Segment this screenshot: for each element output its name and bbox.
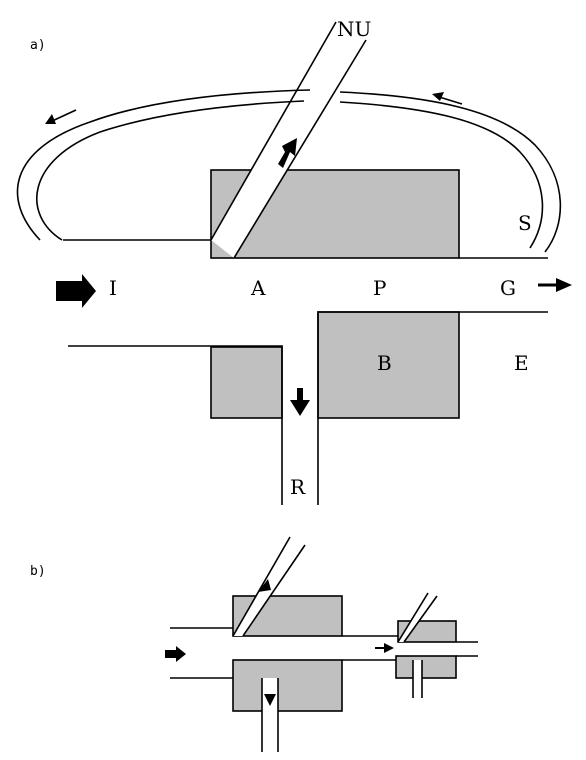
b-diagonal-channel-2 [397, 592, 438, 643]
b-lower-block-2 [395, 655, 457, 679]
label-b: B [377, 351, 392, 375]
panel-a: a) [16, 17, 572, 505]
inlet-arrow-icon [56, 274, 96, 308]
b-inlet-arrow-icon [165, 646, 186, 662]
label-e: E [514, 351, 529, 375]
b-down-channel-2 [412, 660, 423, 698]
lower-wall-right [317, 311, 548, 505]
b-down-arrow-icon [264, 694, 276, 706]
lower-wall-left [68, 345, 283, 505]
b-down-channel-1 [261, 678, 279, 752]
lower-left-block [210, 346, 283, 419]
outlet-arrow-icon [538, 278, 572, 292]
block-b [317, 311, 460, 419]
diagonal-arrow-icon [278, 138, 297, 168]
diagonal-channel-nu [210, 21, 367, 259]
panel-a-label: a) [30, 38, 46, 53]
b-diagonal-arrow-icon [258, 579, 271, 592]
label-a: A [250, 276, 266, 300]
label-s: S [518, 211, 532, 235]
label-r: R [290, 475, 306, 499]
loop-arrow-left-icon [45, 109, 77, 124]
panel-b: b) [30, 536, 478, 752]
label-g: G [500, 276, 516, 300]
panel-b-label: b) [30, 564, 46, 579]
label-p: P [373, 276, 386, 300]
down-arrow-icon [290, 388, 310, 416]
b-flow-arrow-icon [375, 643, 394, 653]
b-lower-block-1 [232, 659, 343, 712]
loop-arrow-right-icon [432, 92, 463, 105]
label-nu: NU [337, 17, 371, 41]
recirculation-loop [16, 89, 562, 253]
label-i: I [109, 276, 117, 300]
